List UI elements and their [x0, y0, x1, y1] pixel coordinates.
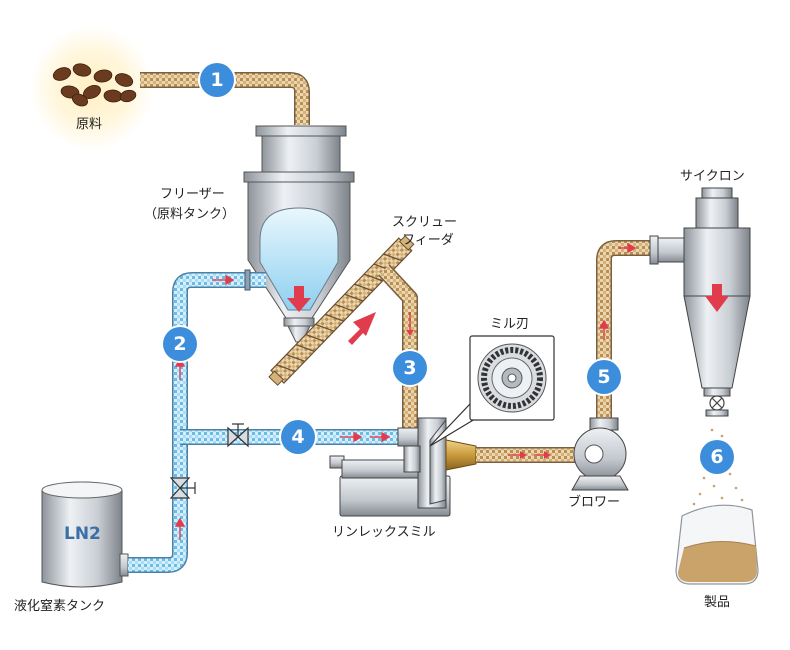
screw-feeder-label-line1: スクリュー — [392, 215, 458, 230]
ln2-tank-mark: LN2 — [64, 524, 101, 544]
freezer-label-line1: フリーザー — [160, 187, 225, 202]
freezer-label-line2: （原料タンク） — [144, 207, 236, 222]
cyclone — [649, 187, 751, 417]
step-badge-2: 2 — [163, 327, 197, 361]
mill-inlet — [397, 427, 419, 447]
step-badge-6: 6 — [700, 440, 734, 474]
coffee-beans-icon — [52, 63, 137, 107]
ln2-tank-label: 液化窒素タンク — [14, 599, 106, 614]
blower-label: ブロワー — [568, 495, 621, 510]
pipe-mill-to-blower-arrow-icon — [508, 451, 551, 459]
step-badge-1: 1 — [200, 63, 234, 97]
step-badge-5: 5 — [587, 360, 621, 394]
flange — [244, 269, 251, 291]
linrex-mill — [329, 417, 451, 517]
product-bag — [675, 504, 759, 585]
step-badge-4: 4 — [281, 420, 315, 454]
mill-blade-label: ミル刃 — [490, 317, 530, 332]
linrex-mill-label: リンレックスミル — [332, 525, 436, 540]
cyclone-label: サイクロン — [680, 169, 745, 184]
mill-outlet-cone — [445, 439, 477, 471]
valve-icon — [169, 477, 196, 499]
pipe-blower-to-cyclone — [596, 240, 650, 420]
screw-feeder-up-arrow-icon — [348, 312, 376, 345]
valve-icon — [227, 423, 249, 448]
mill-blade-callout — [469, 335, 555, 421]
cyclone-down-arrow-icon — [705, 284, 729, 312]
screw-feeder — [268, 235, 415, 386]
product-label: 製品 — [704, 595, 731, 610]
freezer-tank — [243, 125, 355, 343]
pipe-5-arrow-icon — [598, 242, 637, 340]
pipe-ln2-to-freezer — [128, 272, 266, 573]
pipe-3-arrow-icon — [406, 312, 414, 336]
raw-material-label: 原料 — [76, 117, 103, 132]
freezer-down-arrow-icon — [287, 286, 311, 312]
ln2-tank — [41, 481, 129, 588]
blue-pipe-flow-arrows-icon — [174, 274, 391, 540]
screw-feeder-label-line2: フィーダ — [402, 233, 454, 248]
step-badge-3: 3 — [393, 351, 427, 385]
blower — [571, 417, 629, 491]
